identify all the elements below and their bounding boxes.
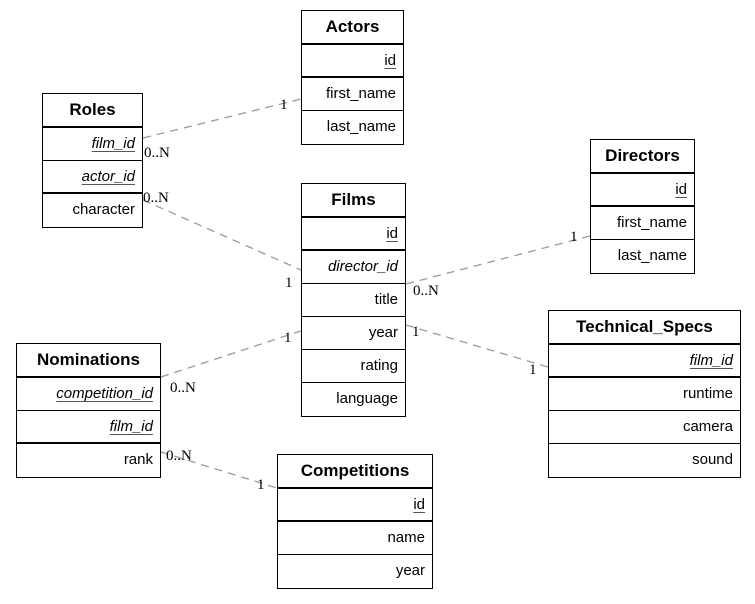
field-id: id [302,45,403,78]
cardinality-label: 1 [280,97,288,113]
cardinality-label: 1 [529,362,537,378]
field-film_id: film_id [17,411,160,444]
cardinality-label: 1 [285,275,293,291]
field-id: id [278,489,432,522]
cardinality-label: 1 [257,477,265,493]
relation-films-directors: 0..N 1 [405,229,591,299]
field-film_id: film_id [549,345,740,378]
relation-films-technical_specs: 11 [405,324,549,378]
entity-title: Technical_Specs [549,311,740,345]
field-last_name: last_name [326,118,396,135]
relation-line [405,235,591,285]
relation-nominations-competitions: 0..N 1 [160,448,278,493]
field-rating: rating [302,350,405,383]
field-year: year [302,317,405,350]
cardinality-label: 1 [284,330,292,346]
field-character: character [72,201,135,218]
entity-title: Roles [43,94,142,128]
field-rank: rank [123,451,153,468]
cardinality-label: 0..N [413,283,439,299]
field-title: title [302,284,405,317]
entity-title: Directors [591,140,694,174]
relation-roles-films: 0..N 1 [142,190,302,291]
relation-nominations-films: 0..N 1 [160,330,302,396]
cardinality-label: 0..N [166,448,192,464]
field-last_name: last_name [617,247,687,264]
entity-title: Films [302,184,405,218]
field-year: year [395,562,425,579]
relation-line [142,199,302,271]
field-competition_id: competition_id [17,378,160,411]
cardinality-label: 1 [570,229,578,245]
relation-line [142,98,302,139]
field-sound: sound [692,451,733,468]
field-director_id: director_id [302,251,405,284]
field-first_name: first_name [302,78,403,111]
field-first_name: first_name [591,207,694,240]
cardinality-label: 0..N [144,145,170,161]
cardinality-label: 0..N [170,380,196,396]
field-actor_id: actor_id [43,161,142,194]
field-id: id [302,218,405,251]
relation-line [405,324,549,368]
field-id: id [591,174,694,207]
field-film_id: film_id [43,128,142,161]
entity-title: Competitions [278,455,432,489]
entity-title: Nominations [17,344,160,378]
field-runtime: runtime [549,378,740,411]
relation-roles-actors: 0..N 1 [142,97,302,161]
field-camera: camera [549,411,740,444]
field-language: language [336,390,398,407]
relation-line [160,330,302,378]
cardinality-label: 0..N [143,190,169,206]
entity-title: Actors [302,11,403,45]
relation-line [160,451,278,489]
field-name: name [278,522,432,555]
cardinality-label: 1 [412,324,420,340]
